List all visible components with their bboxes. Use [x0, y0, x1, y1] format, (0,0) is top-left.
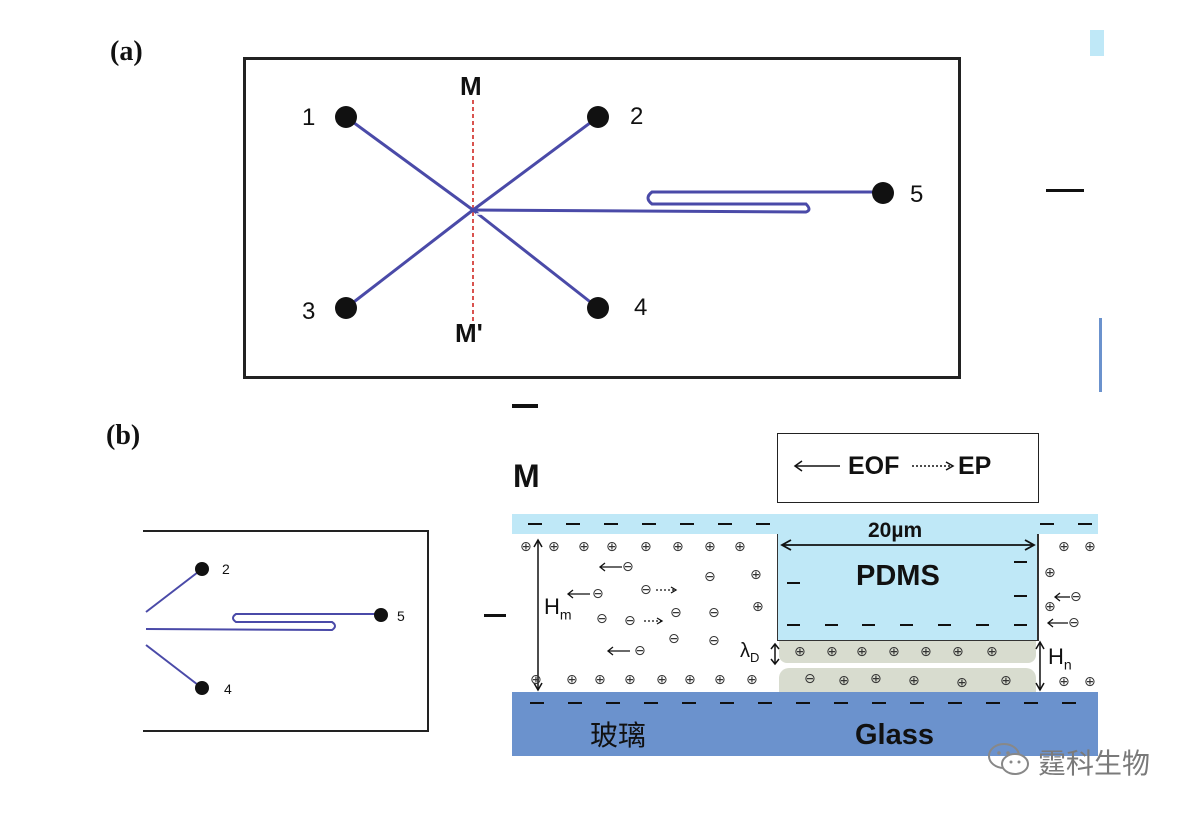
channel-1 [345, 115, 474, 212]
pdms-top-layer [512, 514, 1098, 534]
lambda-label: λD [740, 640, 760, 665]
port-4 [587, 297, 609, 319]
glass-label: Glass [855, 719, 934, 751]
legend-ep: EP [958, 452, 992, 480]
wechat-icon [988, 743, 1029, 775]
mirror-label-bottom: M' [455, 318, 483, 348]
inset-port-2 [195, 562, 209, 576]
port-4-label: 4 [634, 294, 648, 321]
width-label: 20µm [868, 519, 923, 542]
port-1 [335, 106, 357, 128]
separation-channel [472, 190, 882, 214]
cropped-dash [1046, 189, 1084, 192]
cropped-fragment-top [1090, 30, 1104, 56]
inset-port-4-label: 4 [224, 681, 232, 697]
watermark-text: 霆科生物 [1038, 747, 1151, 780]
separator-dash [484, 614, 506, 617]
hm-label: Hm [544, 594, 572, 623]
side-label-m: M [513, 458, 540, 494]
pdms-block [777, 534, 1038, 641]
channel-3 [345, 208, 474, 310]
inset-frame [143, 530, 429, 732]
port-1-label: 1 [302, 104, 316, 131]
hn-label: Hn [1048, 644, 1072, 673]
inset-port-2-label: 2 [222, 561, 230, 577]
inset-port-4 [195, 681, 209, 695]
inset-port-5 [374, 608, 388, 622]
channel-4 [472, 208, 599, 310]
port-5-label: 5 [910, 181, 924, 208]
gel-layer-top [779, 641, 1036, 663]
inset-port-5-label: 5 [397, 608, 405, 624]
panel-a-label: (a) [110, 36, 143, 67]
gel-layer-bottom [779, 668, 1036, 692]
cropped-fragment-bar [1099, 318, 1102, 392]
channel-2 [472, 115, 599, 212]
port-2 [587, 106, 609, 128]
cropped-top-mark [512, 404, 538, 408]
panel-b-label: (b) [106, 420, 141, 451]
pdms-label: PDMS [856, 560, 940, 592]
port-2-label: 2 [630, 103, 644, 130]
port-3-label: 3 [302, 298, 316, 325]
glass-cn-label: 玻璃 [590, 719, 647, 752]
port-3 [335, 297, 357, 319]
port-5 [872, 182, 894, 204]
legend-box [777, 433, 1039, 503]
legend-eof: EOF [848, 452, 900, 480]
mirror-label-top: M [460, 71, 482, 101]
